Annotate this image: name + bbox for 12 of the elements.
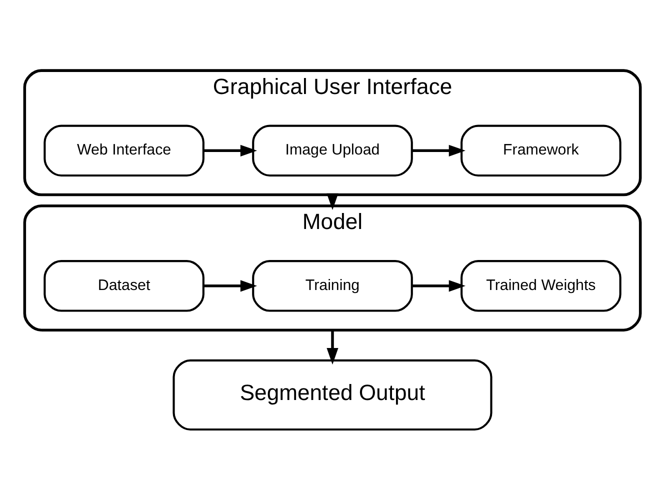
arrow bbox=[203, 144, 258, 156]
arrow bbox=[412, 280, 466, 292]
node-box: Web Interface bbox=[44, 124, 204, 176]
arrow bbox=[203, 280, 258, 292]
node-box: Training bbox=[252, 260, 413, 312]
node-box: Framework bbox=[460, 124, 622, 176]
node-box: Image Upload bbox=[252, 124, 413, 176]
arrow bbox=[326, 330, 338, 364]
node-box: Segmented Output bbox=[172, 358, 492, 430]
arrow bbox=[412, 144, 466, 156]
node-box: Dataset bbox=[44, 260, 204, 312]
node-box: Trained Weights bbox=[460, 260, 622, 312]
